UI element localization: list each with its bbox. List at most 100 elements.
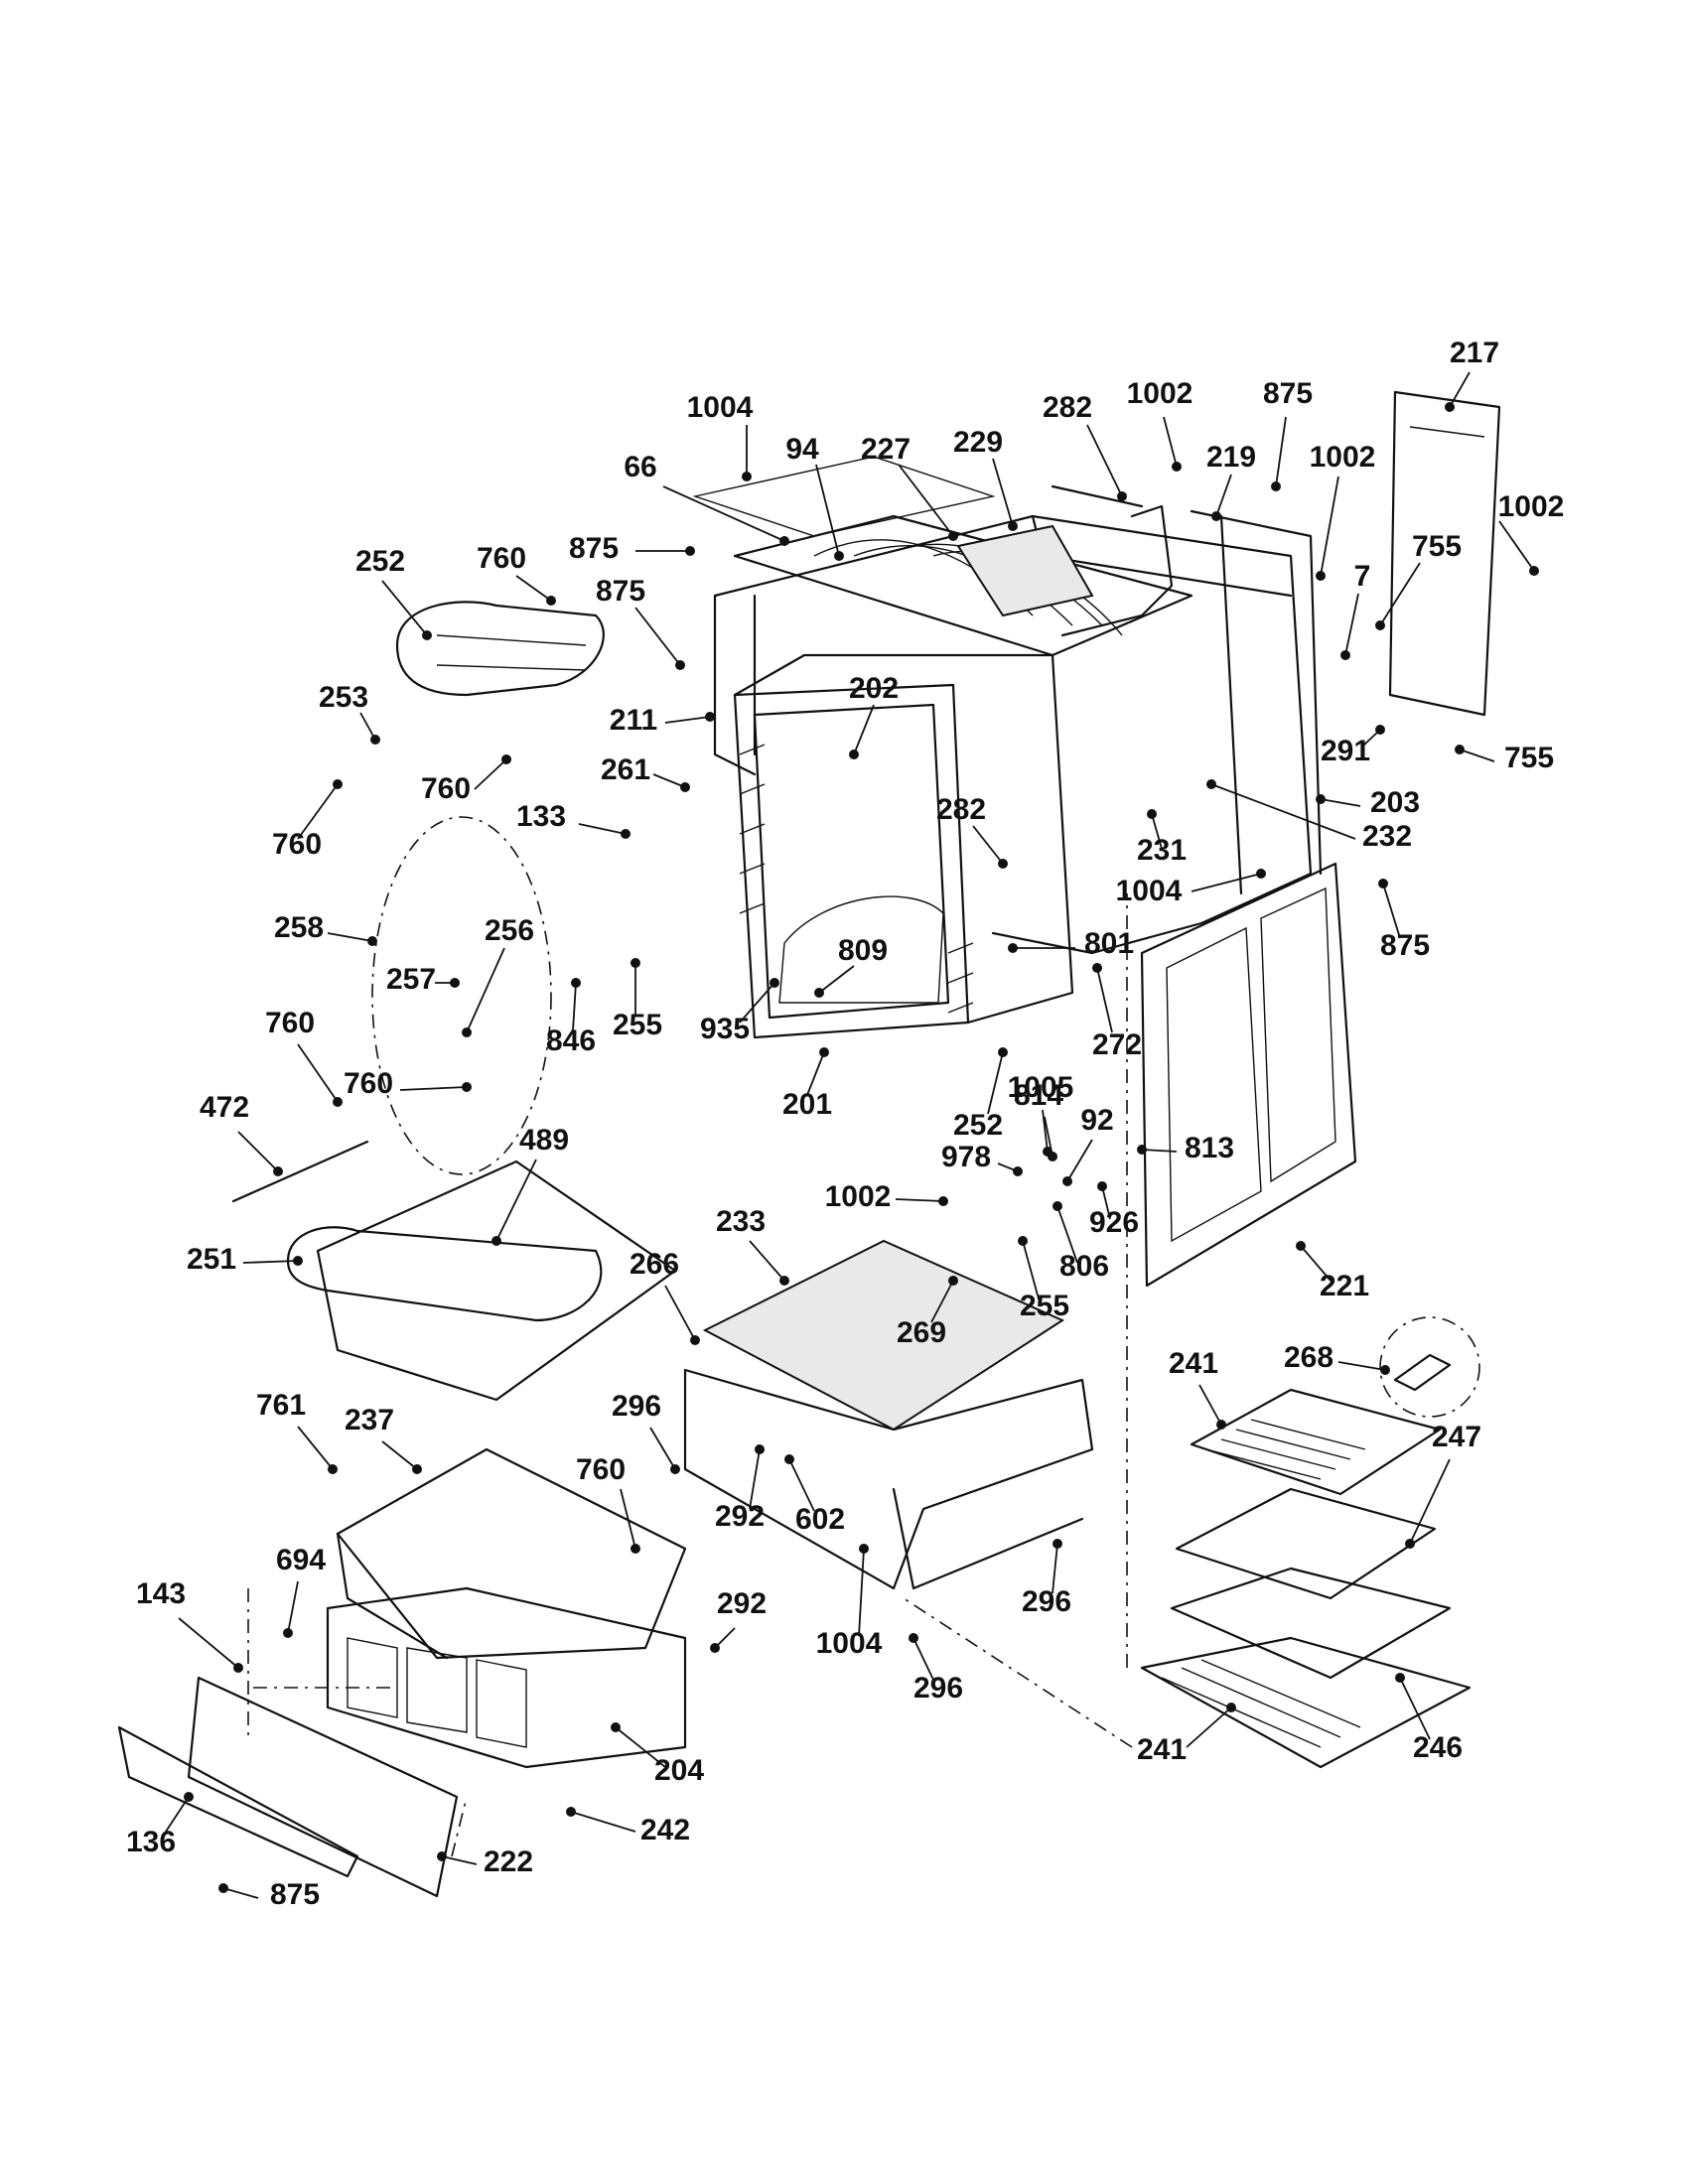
callout-number: 1005 bbox=[1008, 1071, 1074, 1104]
callout-dot bbox=[1405, 1539, 1415, 1549]
callout-232: 232 bbox=[1206, 779, 1412, 853]
callout-leader bbox=[1163, 416, 1178, 468]
callout-number: 222 bbox=[484, 1845, 533, 1878]
callout-leader bbox=[578, 823, 627, 835]
callout-number: 257 bbox=[386, 963, 436, 996]
callout-number: 233 bbox=[716, 1205, 766, 1238]
callout-leader bbox=[1022, 1240, 1041, 1303]
callout-136: 136 bbox=[126, 1792, 194, 1858]
callout-number: 292 bbox=[717, 1587, 767, 1620]
callout-leader bbox=[972, 825, 1004, 865]
callout-875: 875 bbox=[1263, 377, 1313, 491]
callout-dot bbox=[779, 1276, 789, 1286]
callout-755: 755 bbox=[1455, 742, 1554, 774]
callout-221: 221 bbox=[1296, 1241, 1369, 1302]
callout-number: 291 bbox=[1321, 735, 1370, 767]
callout-dot bbox=[611, 1722, 621, 1732]
callout-number: 760 bbox=[421, 772, 471, 805]
callout-201: 201 bbox=[782, 1047, 832, 1121]
callout-1002: 1002 bbox=[1498, 490, 1564, 576]
callout-dot bbox=[710, 1643, 720, 1653]
callout-leader bbox=[1086, 424, 1123, 497]
callout-dot bbox=[670, 1464, 680, 1474]
callout-number: 7 bbox=[1354, 560, 1371, 593]
callout-number: 806 bbox=[1059, 1250, 1109, 1283]
callout-number: 217 bbox=[1450, 337, 1499, 369]
callout-dot bbox=[1445, 402, 1455, 412]
callout-143: 143 bbox=[136, 1577, 243, 1673]
callout-number: 489 bbox=[519, 1124, 569, 1157]
callout-255: 255 bbox=[1018, 1236, 1069, 1322]
callout-66: 66 bbox=[624, 451, 789, 546]
callout-7: 7 bbox=[1340, 560, 1370, 660]
callout-number: 760 bbox=[576, 1453, 626, 1486]
callout-694: 694 bbox=[276, 1544, 326, 1638]
callout-dot bbox=[1147, 809, 1157, 819]
callout-leader bbox=[662, 485, 785, 542]
callout-268: 268 bbox=[1284, 1341, 1390, 1375]
callout-dot bbox=[675, 660, 685, 670]
callout-leader bbox=[381, 1440, 418, 1470]
callout-number: 253 bbox=[319, 681, 368, 714]
callout-204: 204 bbox=[611, 1722, 704, 1787]
callout-dot bbox=[1256, 869, 1266, 879]
callout-760: 760 bbox=[421, 754, 511, 805]
callout-number: 846 bbox=[546, 1024, 596, 1057]
callout-291: 291 bbox=[1321, 725, 1385, 767]
callout-number: 252 bbox=[953, 1109, 1003, 1142]
callout-leader bbox=[1186, 1706, 1232, 1748]
callout-leader bbox=[992, 458, 1014, 527]
callout-dot bbox=[546, 596, 556, 606]
callout-211: 211 bbox=[610, 704, 715, 737]
callout-978: 978 bbox=[941, 1141, 1023, 1176]
callout-number: 296 bbox=[913, 1672, 963, 1705]
callout-leader bbox=[749, 1448, 761, 1510]
callout-dot bbox=[462, 1082, 472, 1092]
callout-203: 203 bbox=[1316, 786, 1420, 819]
callout-leader bbox=[1344, 593, 1359, 656]
callout-282: 282 bbox=[936, 793, 1008, 869]
callout-dot bbox=[422, 630, 432, 640]
callout-number: 94 bbox=[785, 433, 819, 466]
callout-760: 760 bbox=[344, 1067, 472, 1100]
callout-number: 1002 bbox=[1127, 377, 1193, 410]
callout-dot bbox=[1008, 521, 1018, 531]
callout-926: 926 bbox=[1089, 1181, 1139, 1239]
callout-dot bbox=[293, 1256, 303, 1266]
callout-dot bbox=[184, 1792, 194, 1802]
callout-dot bbox=[631, 958, 640, 968]
callout-dot bbox=[1378, 879, 1388, 888]
callout-number: 813 bbox=[1185, 1132, 1234, 1164]
callout-number: 246 bbox=[1413, 1731, 1463, 1764]
callout-246: 246 bbox=[1395, 1673, 1463, 1764]
callout-number: 875 bbox=[270, 1878, 320, 1911]
callout-dot bbox=[1226, 1703, 1236, 1712]
callout-number: 266 bbox=[630, 1248, 679, 1281]
callout-dot bbox=[1296, 1241, 1306, 1251]
callout-number: 251 bbox=[187, 1243, 236, 1276]
callout-leader bbox=[287, 1580, 299, 1634]
callout-number: 211 bbox=[610, 704, 657, 737]
callout-dot bbox=[909, 1633, 918, 1643]
callout-leader bbox=[178, 1617, 239, 1669]
callout-number: 219 bbox=[1206, 441, 1256, 474]
callout-dot bbox=[948, 1276, 958, 1286]
callout-222: 222 bbox=[437, 1845, 533, 1878]
callout-94: 94 bbox=[785, 433, 844, 561]
callout-number: 133 bbox=[516, 800, 566, 833]
callout-dot bbox=[1052, 1539, 1062, 1549]
callout-227: 227 bbox=[861, 433, 958, 541]
callout-leader bbox=[1151, 813, 1163, 850]
callout-489: 489 bbox=[491, 1124, 569, 1246]
callout-755: 755 bbox=[1375, 530, 1462, 630]
callout-dot bbox=[1048, 1152, 1057, 1161]
callout-number: 761 bbox=[256, 1389, 306, 1422]
callout-number: 203 bbox=[1370, 786, 1420, 819]
callout-219: 219 bbox=[1206, 441, 1256, 521]
callout-875: 875 bbox=[569, 532, 695, 565]
callout-1004: 1004 bbox=[1116, 869, 1266, 907]
callout-number: 1004 bbox=[687, 391, 754, 424]
callout-leader bbox=[1044, 1116, 1053, 1158]
callout-leader bbox=[815, 464, 840, 557]
callout-leader bbox=[1399, 1677, 1431, 1740]
